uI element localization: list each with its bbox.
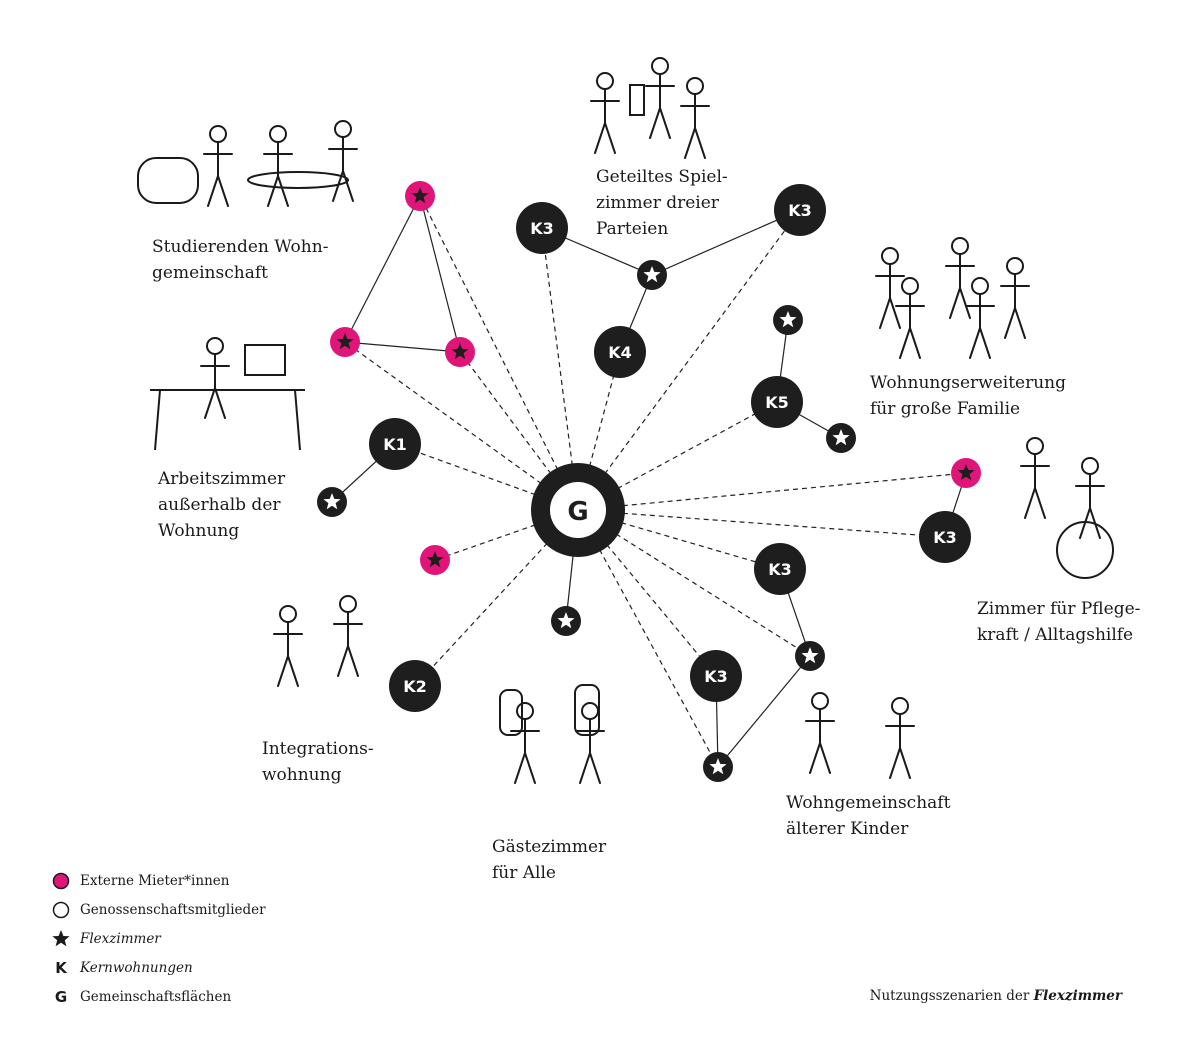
node-k5-label: K5 xyxy=(765,393,789,412)
scenario-label-integration: Integrations-wohnung xyxy=(262,739,374,785)
flex-star-spiel xyxy=(637,260,667,290)
illustration-integration xyxy=(273,595,363,687)
ext-star-5 xyxy=(951,458,981,488)
flex-star-k5b xyxy=(826,423,856,453)
illustration-wg-kinder xyxy=(805,692,915,779)
edge-g-ext3 xyxy=(459,351,579,511)
node-k3c-label: K3 xyxy=(933,528,957,547)
ext-star-4 xyxy=(420,545,450,575)
star-icon xyxy=(50,928,72,950)
legend-item-gemeinschaft: G Gemeinschaftsflächen xyxy=(50,982,266,1011)
edge-g-ext5 xyxy=(577,472,967,511)
node-k1-label: K1 xyxy=(383,435,407,454)
illustration-familie xyxy=(875,237,1030,359)
figure-caption: Nutzungsszenarien der Flexzimmer xyxy=(870,988,1122,1004)
legend-item-kern: K Kernwohnungen xyxy=(50,953,266,982)
legend-item-member: Genossenschaftsmitglieder xyxy=(50,895,266,924)
edge-g-flex-b xyxy=(577,509,719,768)
edge-g-k3a xyxy=(541,227,579,511)
edge-g-k3d xyxy=(577,509,781,570)
ext-star-3 xyxy=(445,337,475,367)
edge-g-ext1 xyxy=(419,195,579,511)
illustration-arbeitszimmer xyxy=(150,337,305,451)
illustration-pflege xyxy=(1020,437,1114,579)
node-k3d: K3 xyxy=(754,543,806,595)
node-k3e: K3 xyxy=(690,650,742,702)
connections xyxy=(331,195,967,768)
legend-label: Genossenschaftsmitglieder xyxy=(80,901,266,918)
legend-label: Kernwohnungen xyxy=(80,959,193,976)
node-k3b-label: K3 xyxy=(788,201,812,220)
node-center-g-label: G xyxy=(567,497,588,527)
edge-flex-a-flex-b xyxy=(717,655,811,768)
edge-g-k3c xyxy=(577,509,946,538)
illustration-spielzimmer xyxy=(590,57,710,159)
flex-star-k1 xyxy=(317,487,347,517)
edge-ext2-ext3 xyxy=(344,341,461,353)
node-k3b: K3 xyxy=(774,184,826,236)
member-circle-icon xyxy=(50,899,72,921)
edge-g-ext2 xyxy=(344,341,579,511)
illustration-studierenden xyxy=(137,120,358,207)
node-k1: K1 xyxy=(369,418,421,470)
edge-ext1-ext3 xyxy=(419,195,461,353)
node-k2-label: K2 xyxy=(403,677,427,696)
edge-k3b-flex xyxy=(651,209,801,276)
caption-prefix: Nutzungsszenarien der xyxy=(869,988,1030,1004)
flex-star-kinder-a xyxy=(795,641,825,671)
legend-label: Flexzimmer xyxy=(80,930,161,947)
node-k4: K4 xyxy=(594,326,646,378)
node-k2: K2 xyxy=(389,660,441,712)
k-glyph-icon: K xyxy=(55,958,67,977)
node-k3e-label: K3 xyxy=(704,667,728,686)
legend: Externe Mieter*innen Genossenschaftsmitg… xyxy=(50,866,266,1011)
edge-g-ext4 xyxy=(434,509,579,561)
legend-label: Externe Mieter*innen xyxy=(80,872,230,889)
scenario-label-studierenden: Studierenden Wohn-gemeinschaft xyxy=(152,237,329,283)
node-k3d-label: K3 xyxy=(768,560,792,579)
node-k5: K5 xyxy=(751,376,803,428)
flex-star-g xyxy=(551,606,581,636)
flex-star-kinder-b xyxy=(703,752,733,782)
edge-g-k1 xyxy=(394,443,579,511)
ext-star-1 xyxy=(405,181,435,211)
caption-emphasis: Flexzimmer xyxy=(1033,988,1122,1004)
external-circle-icon xyxy=(50,870,72,892)
legend-item-flex: Flexzimmer xyxy=(50,924,266,953)
edge-ext1-ext2 xyxy=(344,195,421,343)
node-k3a-label: K3 xyxy=(530,219,554,238)
legend-label: Gemeinschaftsflächen xyxy=(80,988,232,1005)
node-center-g: G xyxy=(531,463,625,557)
scenario-label-pflege: Zimmer für Pflege-kraft / Alltagshilfe xyxy=(977,599,1141,645)
illustration-gaeste xyxy=(499,684,605,784)
node-k3c: K3 xyxy=(919,511,971,563)
node-k4-label: K4 xyxy=(608,343,632,362)
g-glyph-icon: G xyxy=(54,987,68,1006)
star-nodes xyxy=(317,181,981,782)
flex-star-k5a xyxy=(773,305,803,335)
node-k3a: K3 xyxy=(516,202,568,254)
legend-item-external: Externe Mieter*innen xyxy=(50,866,266,895)
ext-star-2 xyxy=(330,327,360,357)
